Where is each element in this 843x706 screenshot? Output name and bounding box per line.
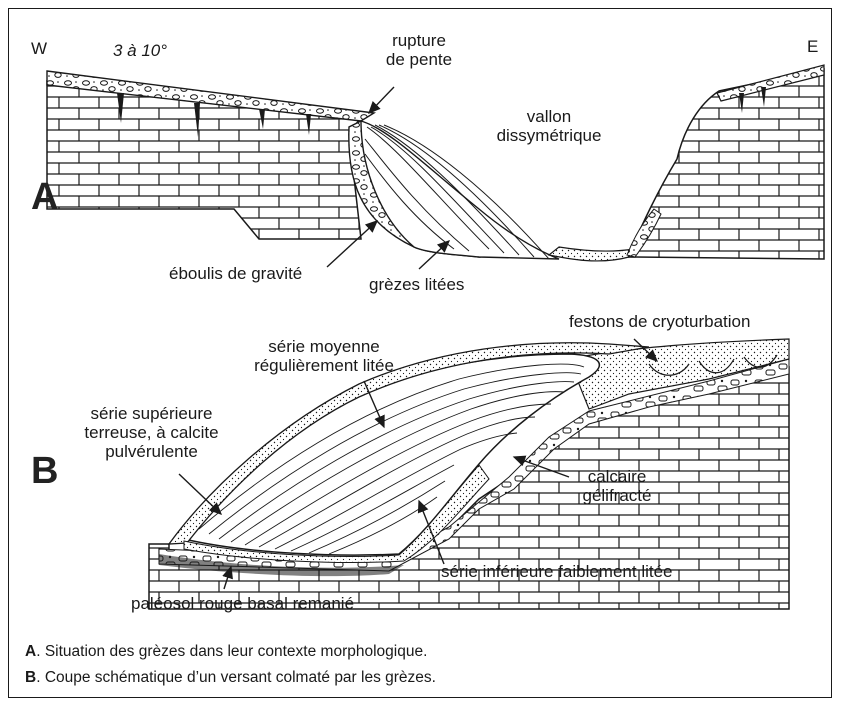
- festons-label: festons de cryoturbation: [569, 312, 750, 331]
- caption-a-letter: A: [25, 643, 36, 660]
- valley-floor-deposit: [549, 247, 634, 261]
- inferieure-label: série inférieure faiblement litée: [441, 562, 673, 581]
- caption-a: A. Situation des grèzes dans leur contex…: [25, 643, 427, 661]
- calcaire-label: calcaire gélifracté: [567, 467, 667, 505]
- superieure-label: série supérieure terreuse, à calcite pul…: [64, 404, 239, 461]
- superieure-label-line-2: terreuse, à calcite: [64, 423, 239, 442]
- moyenne-label-line-2: régulièrement litée: [239, 356, 409, 375]
- grezes-label: grèzes litées: [369, 275, 464, 294]
- panel-a-section: [47, 65, 824, 269]
- rupture-label-line-2: de pente: [374, 50, 464, 69]
- superieure-label-line-3: pulvérulente: [64, 442, 239, 461]
- eboulis-label: éboulis de gravité: [169, 264, 302, 283]
- calcaire-label-line-2: gélifracté: [567, 486, 667, 505]
- caption-b: B. Coupe schématique d’un versant colmat…: [25, 669, 436, 687]
- west-label: W: [31, 39, 47, 58]
- caption-b-text: . Coupe schématique d’un versant colmaté…: [36, 669, 436, 686]
- vallon-label-line-2: dissymétrique: [489, 126, 609, 145]
- vallon-label: vallon dissymétrique: [489, 107, 609, 145]
- calcaire-label-line-1: calcaire: [567, 467, 667, 486]
- paleosol-label: paléosol rouge basal remanié: [131, 594, 354, 613]
- vallon-label-line-1: vallon: [489, 107, 609, 126]
- caption-a-text: . Situation des grèzes dans leur context…: [36, 643, 427, 660]
- moyenne-label: série moyenne régulièrement litée: [239, 337, 409, 375]
- caption-b-letter: B: [25, 669, 36, 686]
- rupture-label: rupture de pente: [374, 31, 464, 69]
- slope-angle-label: 3 à 10°: [113, 41, 167, 60]
- superieure-label-line-1: série supérieure: [64, 404, 239, 423]
- rupture-label-line-1: rupture: [374, 31, 464, 50]
- figure-frame: W 3 à 10° E A rupture de pente vallon di…: [8, 8, 832, 698]
- panel-b-letter: B: [31, 451, 58, 491]
- east-label: E: [807, 37, 818, 56]
- moyenne-label-line-1: série moyenne: [239, 337, 409, 356]
- panel-a-letter: A: [31, 177, 58, 217]
- rupture-pointer-arrow: [369, 87, 394, 113]
